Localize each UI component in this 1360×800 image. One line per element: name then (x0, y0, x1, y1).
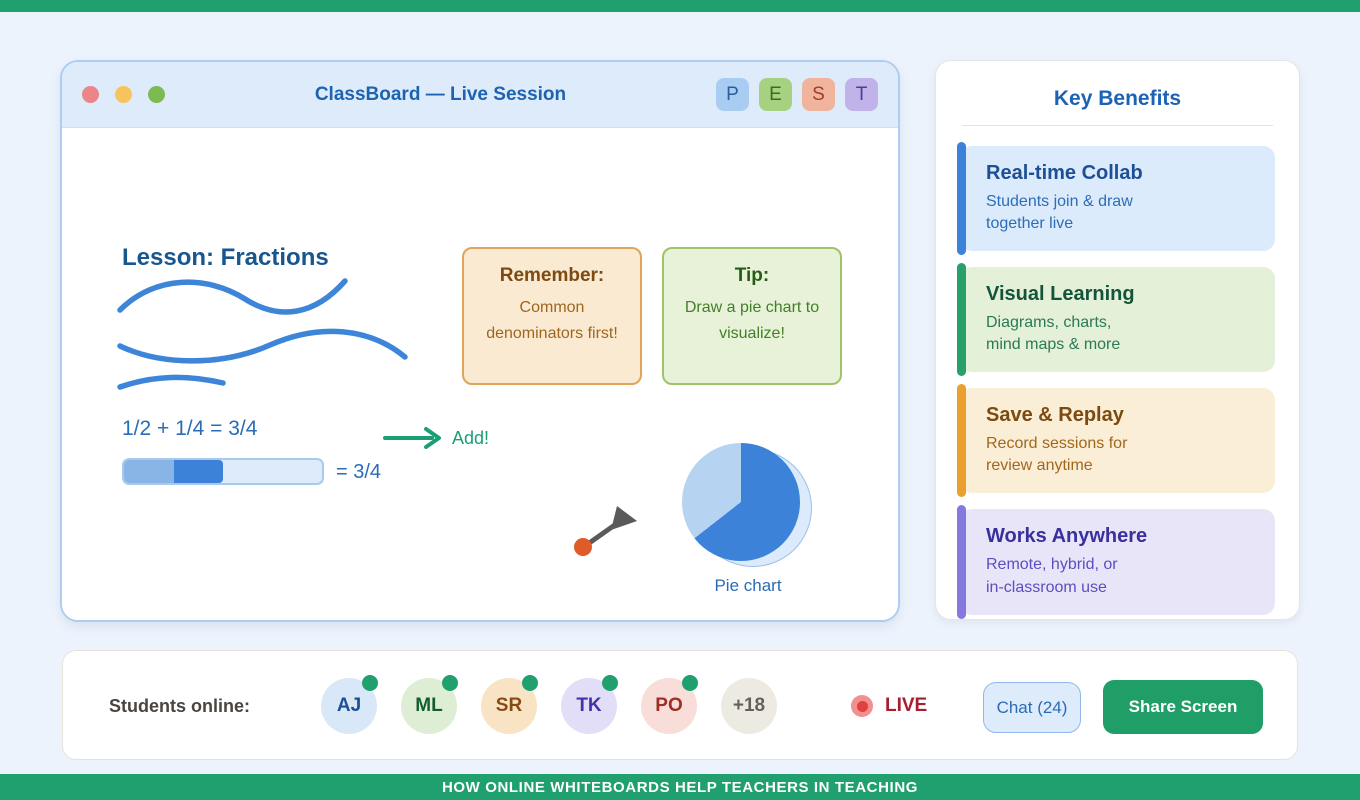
divider (962, 125, 1273, 126)
fraction-bar (122, 458, 324, 485)
whiteboard-window: ClassBoard — Live Session P E S T Lesson… (60, 60, 900, 622)
participant-badge-t[interactable]: T (845, 78, 878, 111)
student-avatars: AJ ML SR TK PO +18 (321, 675, 777, 734)
hand-drawn-waves (117, 278, 408, 390)
laser-pointer-icon (574, 506, 637, 556)
live-dot-icon (851, 695, 873, 717)
overflow-count-label: +18 (732, 695, 766, 716)
add-label: Add! (452, 427, 490, 448)
footer-caption-bar: HOW ONLINE WHITEBOARDS HELP TEACHERS IN … (0, 774, 1360, 800)
benefit-card-visual-learning: Visual Learning Diagrams, charts, mind m… (957, 263, 1275, 377)
sticky-note-tip[interactable]: Tip: Draw a pie chart to visualize! (662, 247, 842, 385)
sticky-note-remember[interactable]: Remember: Common denominators first! (462, 247, 642, 385)
avatar-po[interactable]: PO (641, 675, 698, 734)
online-status-dot (602, 675, 618, 691)
benefit-card-body: Remote, hybrid, or in-classroom use (986, 556, 1118, 596)
card-accent-bar (957, 263, 966, 377)
fraction-bar-segment-2 (173, 460, 223, 483)
add-annotation: Add! (382, 425, 489, 451)
benefit-card-save-replay: Save & Replay Record sessions for review… (957, 384, 1275, 498)
benefit-card-works-anywhere: Works Anywhere Remote, hybrid, or in-cla… (957, 505, 1275, 619)
pie-chart (682, 443, 814, 569)
pie-chart-label: Pie chart (714, 576, 782, 595)
avatar-initials: SR (495, 695, 523, 716)
avatar-initials: TK (576, 695, 602, 716)
fraction-equation: 1/2 + 1/4 = 3/4 (122, 417, 258, 440)
fraction-bar-segment-1 (124, 460, 174, 483)
card-accent-bar (957, 384, 966, 498)
avatar-initials: PO (655, 695, 683, 716)
online-status-dot (362, 675, 378, 691)
live-label: LIVE (885, 695, 928, 716)
benefit-card-body: Students join & draw together live (986, 193, 1133, 233)
benefits-title: Key Benefits (1053, 87, 1182, 110)
avatar-initials: AJ (336, 695, 362, 716)
lesson-title: Lesson: Fractions (122, 244, 329, 271)
status-bar: Students online: AJ ML SR TK PO +18 L (62, 650, 1298, 760)
sticky-note-body: Draw a pie chart to visualize! (684, 299, 820, 342)
benefit-card-realtime-collab: Real-time Collab Students join & draw to… (957, 142, 1275, 256)
card-accent-bar (957, 505, 966, 619)
sticky-note-title: Tip: (734, 265, 770, 286)
avatar-initials: ML (415, 695, 443, 716)
students-online-label: Students online: (109, 695, 250, 716)
benefit-card-title: Real-time Collab (986, 162, 1143, 184)
participant-badge-s[interactable]: S (802, 78, 835, 111)
avatar-tk[interactable]: TK (561, 675, 618, 734)
share-screen-button[interactable]: Share Screen (1103, 680, 1263, 734)
benefits-panel: Key Benefits Real-time Collab Students j… (935, 60, 1300, 620)
avatar-sr[interactable]: SR (481, 675, 538, 734)
minimize-window-icon[interactable] (115, 86, 132, 103)
window-title: ClassBoard — Live Session (314, 83, 567, 105)
benefit-card-title: Visual Learning (986, 283, 1135, 306)
sticky-note-body: Common denominators first! (486, 299, 618, 342)
live-indicator: LIVE (851, 651, 927, 761)
pie-chart-main (682, 443, 800, 561)
whiteboard-header: ClassBoard — Live Session P E S T (62, 62, 898, 128)
whiteboard-canvas[interactable]: Lesson: Fractions Remember: Common denom… (62, 128, 898, 620)
online-status-dot (682, 675, 698, 691)
right-arrow-icon (383, 427, 441, 449)
benefit-card-title: Works Anywhere (986, 525, 1148, 548)
sticky-note-title: Remember: (499, 265, 605, 286)
participant-badges: P E S T (716, 78, 878, 111)
close-window-icon[interactable] (82, 86, 99, 103)
maximize-window-icon[interactable] (148, 86, 165, 103)
benefit-card-body: Record sessions for review anytime (986, 435, 1128, 475)
top-brand-bar (0, 0, 1360, 12)
online-status-dot (442, 675, 458, 691)
card-accent-bar (957, 142, 966, 256)
window-controls (82, 86, 165, 103)
online-status-dot (522, 675, 538, 691)
participant-badge-p[interactable]: P (716, 78, 749, 111)
participant-badge-e[interactable]: E (759, 78, 792, 111)
benefit-card-body: Diagrams, charts, mind maps & more (986, 314, 1121, 354)
chat-button[interactable]: Chat (24) (983, 682, 1081, 733)
avatar-aj[interactable]: AJ (321, 675, 378, 734)
avatar-ml[interactable]: ML (401, 675, 458, 734)
footer-caption: HOW ONLINE WHITEBOARDS HELP TEACHERS IN … (441, 778, 919, 796)
benefit-card-title: Save & Replay (986, 404, 1124, 427)
avatar-overflow-count[interactable]: +18 (721, 678, 777, 734)
fraction-bar-label: = 3/4 (336, 461, 382, 483)
